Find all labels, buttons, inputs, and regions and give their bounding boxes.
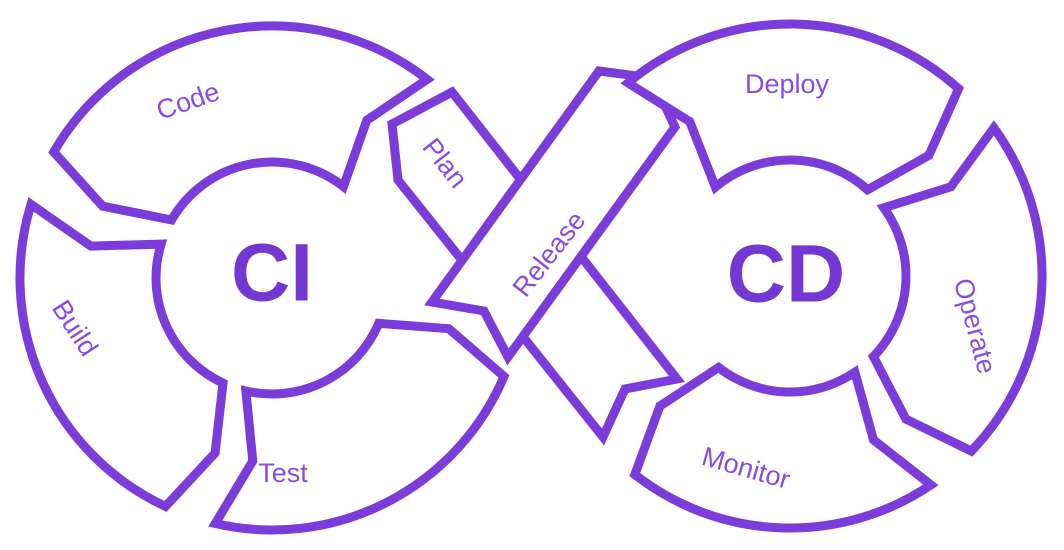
loop-title-cd: CD (727, 229, 845, 320)
loop-title-ci: CI (231, 228, 313, 319)
deploy-arrow-segment (620, 19, 965, 196)
stage-label-test: Test (258, 458, 308, 488)
test-arrow-segment (208, 318, 510, 535)
operate-arrow-segment (867, 120, 1047, 457)
monitor-arrow-segment (629, 361, 939, 533)
release-arrow-segment (424, 66, 681, 366)
stage-label-deploy: Deploy (745, 69, 830, 99)
build-arrow-segment (15, 197, 228, 512)
code-arrow-segment (48, 21, 435, 226)
